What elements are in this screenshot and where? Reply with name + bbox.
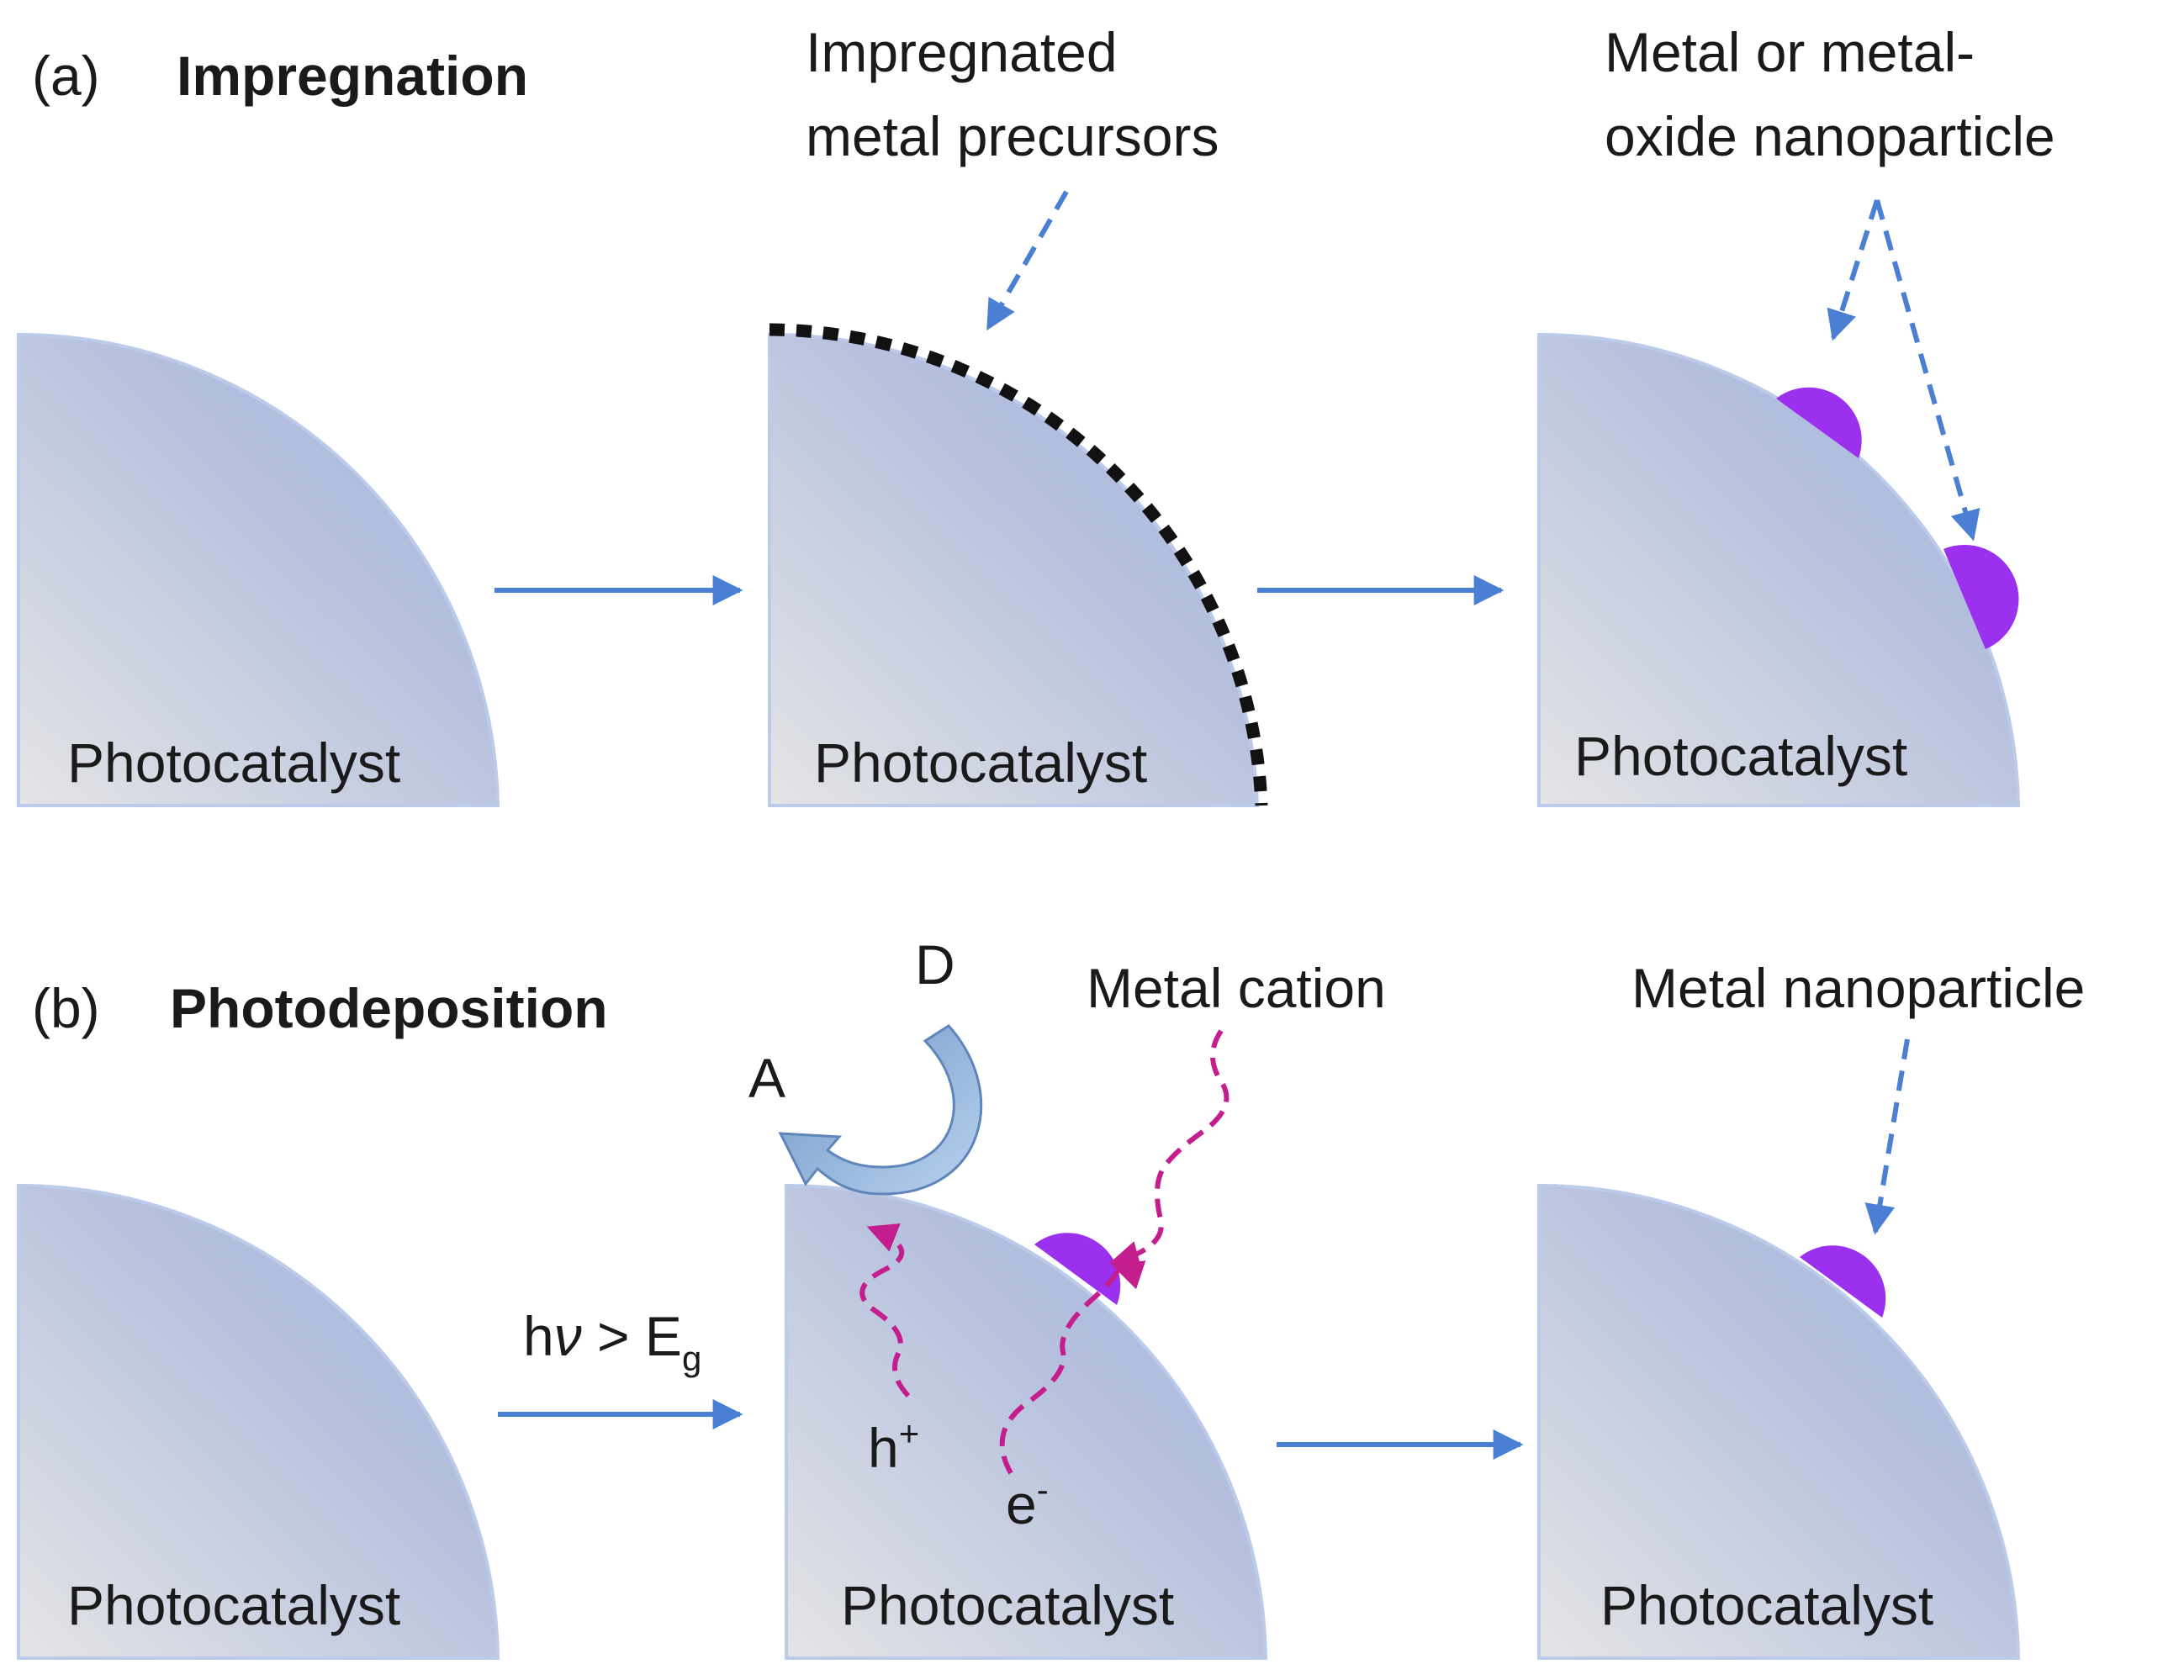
precursor-dots: [769, 323, 1268, 806]
nanoparticle: [1943, 544, 2019, 649]
panel-a-label: (a): [32, 45, 100, 107]
panel-b-title: Photodeposition: [170, 977, 608, 1039]
metal-deposit-growing: [1034, 1233, 1121, 1305]
photocatalyst-label: Photocatalyst: [814, 732, 1147, 794]
photocatalyst-particle-with-precursors: Photocatalyst: [768, 323, 1268, 807]
metal-nanoparticle-label: Metal nanoparticle: [1631, 957, 2085, 1019]
nanoparticle: [1800, 1245, 1886, 1318]
metal-cation-label: Metal cation: [1087, 957, 1386, 1019]
panel-a-title: Impregnation: [177, 45, 528, 107]
hole-label: h+: [868, 1413, 919, 1479]
nanoparticle-pointer-arrow: [1864, 1038, 1910, 1235]
nanoparticle: [1776, 387, 1862, 458]
nanoparticle-pointer-arrow: [1875, 199, 1980, 542]
hole-migration-path: [859, 1223, 911, 1398]
acceptor-label: A: [748, 1047, 785, 1109]
photocatalyst-label: Photocatalyst: [67, 1574, 400, 1636]
precursors-callout-line1: Impregnated: [806, 21, 1118, 83]
donor-label: D: [915, 933, 955, 996]
nanoparticle-callout-line1: Metal or metal-: [1605, 21, 1975, 83]
donor-acceptor-curved-arrow: [778, 1024, 983, 1196]
photocatalyst-particle-with-nanoparticles: Photocatalyst: [1537, 332, 2021, 807]
photocatalyst-label: Photocatalyst: [67, 732, 400, 794]
photocatalyst-particle-reacting: Photocatalyst h+ e-: [785, 1183, 1268, 1660]
light-energy-label: hν > Eg: [523, 1305, 701, 1378]
nanoparticle-pointer-arrow: [1827, 199, 1880, 341]
nanoparticle-callout-line2: oxide nanoparticle: [1605, 105, 2055, 167]
photocatalyst-particle: Photocatalyst: [17, 1183, 500, 1660]
precursors-callout-line2: metal precursors: [806, 105, 1219, 167]
photocatalyst-label: Photocatalyst: [1600, 1574, 1933, 1636]
photocatalyst-label: Photocatalyst: [1574, 725, 1907, 787]
photocatalyst-particle: Photocatalyst: [17, 332, 500, 807]
precursors-pointer-arrow: [986, 190, 1069, 331]
metal-cation-path: [1108, 1029, 1229, 1271]
photocatalyst-label: Photocatalyst: [841, 1574, 1174, 1636]
electron-label: e-: [1006, 1470, 1049, 1535]
panel-b: (b) Photodeposition Photocatalyst hν > E…: [17, 933, 2085, 1660]
photocatalyst-particle-with-nanoparticle: Photocatalyst: [1537, 1183, 2021, 1660]
panel-a: (a) Impregnation Photocatalyst Photocata…: [17, 21, 2055, 807]
panel-b-label: (b): [32, 977, 100, 1039]
